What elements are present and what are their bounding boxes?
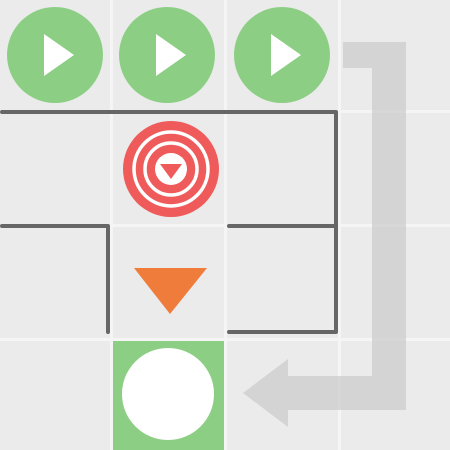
play-button-2[interactable] xyxy=(119,7,215,103)
walls xyxy=(0,110,338,334)
target-icon xyxy=(123,121,219,217)
play-button-1[interactable] xyxy=(7,7,103,103)
cell-r3-c0 xyxy=(0,341,110,450)
play-icon xyxy=(156,34,186,76)
play-icon xyxy=(271,34,301,76)
wall-top xyxy=(0,110,338,334)
wall-left xyxy=(0,224,110,334)
cell-r2-c2 xyxy=(227,227,338,338)
cell-r2-c0 xyxy=(0,227,110,338)
play-button-3[interactable] xyxy=(234,7,330,103)
cell-r1-c2 xyxy=(227,113,338,224)
target-arrow-icon xyxy=(160,164,182,179)
cell-r1-c0 xyxy=(0,113,110,224)
play-icon xyxy=(44,34,74,76)
return-arrow-icon xyxy=(243,42,406,427)
player-triangle-icon[interactable] xyxy=(134,268,207,314)
hint-arrow xyxy=(243,42,406,427)
goal-circle-icon xyxy=(122,348,214,440)
